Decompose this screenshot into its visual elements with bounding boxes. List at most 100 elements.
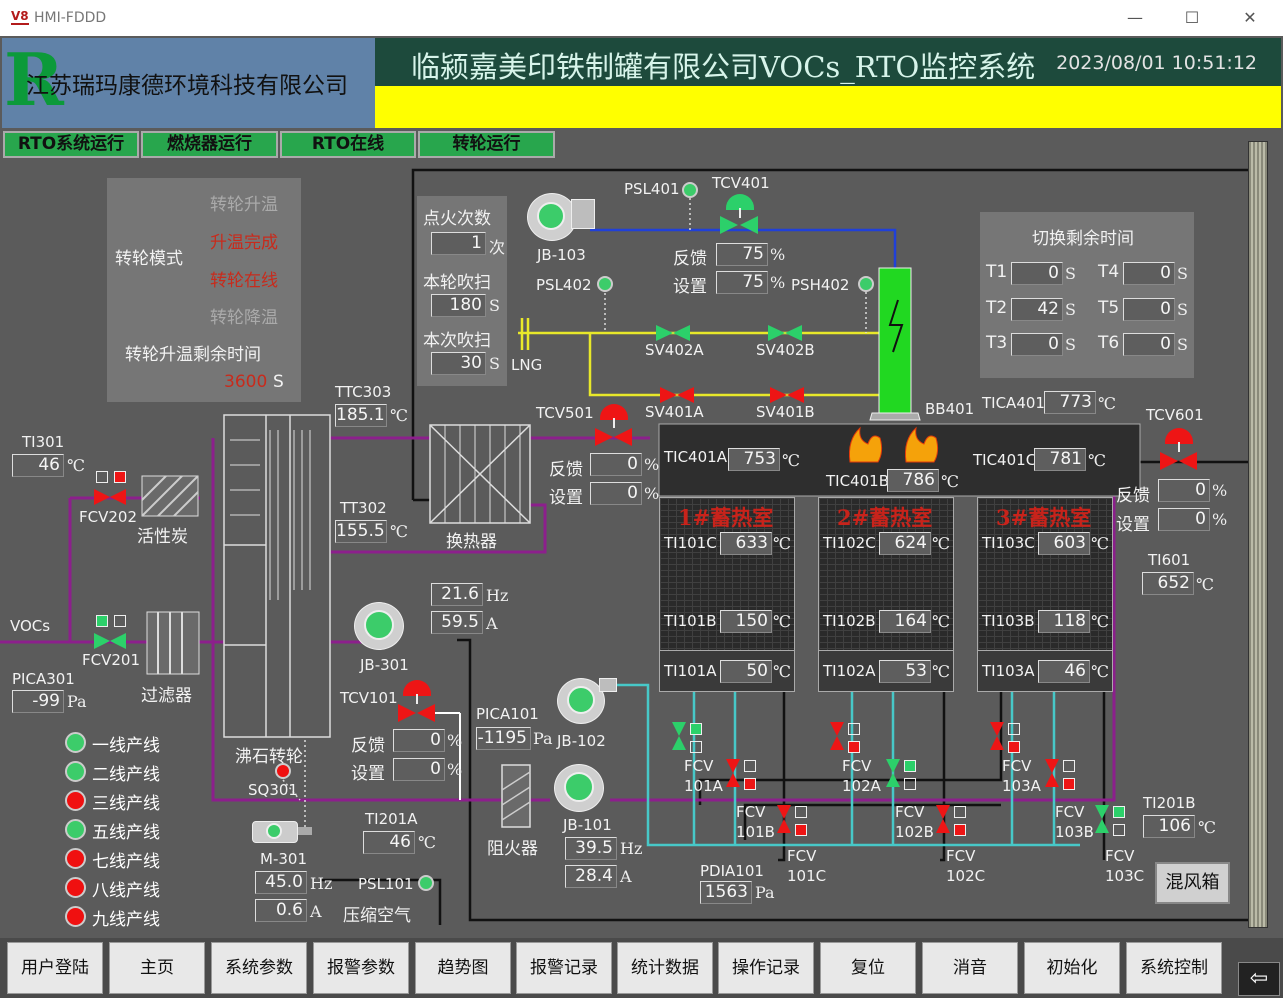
t6-label: T6 <box>1098 333 1120 353</box>
room3-b-unit: ℃ <box>1091 612 1109 631</box>
wheel-remain-value: 3600 <box>224 372 268 392</box>
tcv401-valve[interactable] <box>718 194 762 240</box>
room1-b-unit: ℃ <box>773 612 791 631</box>
pica301-label: PICA301 <box>12 670 75 688</box>
fcv101b-valve[interactable] <box>777 803 817 843</box>
t5-field: 0 <box>1123 298 1175 321</box>
line-9-status-icon <box>65 906 86 927</box>
fcv102a-valve[interactable] <box>830 720 870 760</box>
nav-system-params[interactable]: 系统参数 <box>211 942 307 994</box>
flame-arrester-label: 阻火器 <box>487 839 538 859</box>
line-1-label: 一线产线 <box>92 736 160 756</box>
room2-b-label: TI102B <box>823 612 876 630</box>
status-wheel-running[interactable]: 转轮运行 <box>418 131 555 158</box>
fcv103a-valve[interactable] <box>990 720 1030 760</box>
nav-statistics[interactable]: 统计数据 <box>617 942 713 994</box>
minimize-button[interactable]: — <box>1127 8 1143 27</box>
psl401-label: PSL401 <box>624 180 680 198</box>
tcv401-set-label: 设置 <box>673 277 707 297</box>
zeolite-wheel-label: 沸石转轮 <box>235 747 303 767</box>
wheel-remain-unit: S <box>273 372 284 392</box>
tcv101-set-unit: % <box>447 760 463 779</box>
fan-jb301-icon[interactable] <box>350 600 412 652</box>
room3-a-field: 46 <box>1038 660 1090 683</box>
motor-m301-icon[interactable] <box>252 817 312 845</box>
nav-system-control[interactable]: 系统控制 <box>1126 942 1222 994</box>
tcv501-valve[interactable] <box>595 404 639 450</box>
vocs-label: VOCs <box>10 617 51 635</box>
fcv102b-valve[interactable] <box>936 803 976 843</box>
fcv102a-control-valve[interactable] <box>886 757 926 797</box>
fcv101c-top: FCV <box>787 847 817 865</box>
psh402-indicator <box>858 276 874 292</box>
app-logo-icon: V8 <box>11 9 29 25</box>
room1-c-label: TI101C <box>664 534 717 552</box>
pdia101-unit: Pa <box>755 883 775 902</box>
nav-reset[interactable]: 复位 <box>820 942 916 994</box>
tcv601-fb-unit: % <box>1212 481 1228 500</box>
tcv401-set-field[interactable]: 75 <box>716 271 768 294</box>
this-purge-field: 30 <box>431 352 486 375</box>
state-wheel-cooling: 转轮降温 <box>210 308 278 328</box>
nav-initialize[interactable]: 初始化 <box>1024 942 1120 994</box>
room1-a-unit: ℃ <box>773 662 791 681</box>
vertical-scrollbar[interactable] <box>1248 141 1268 928</box>
status-rto-online[interactable]: RTO在线 <box>280 131 416 158</box>
nav-alarm-params[interactable]: 报警参数 <box>313 942 409 994</box>
nav-alarm-records[interactable]: 报警记录 <box>516 942 612 994</box>
company-logo: R <box>4 37 64 122</box>
tcv501-label: TCV501 <box>536 404 594 422</box>
fcv102a-top: FCV <box>842 757 872 775</box>
tcv601-valve[interactable] <box>1160 428 1204 474</box>
tcv101-valve[interactable] <box>398 680 442 726</box>
tt302-label: TT302 <box>340 499 387 517</box>
tcv501-set-field[interactable]: 0 <box>590 482 642 505</box>
fan-jb101-icon[interactable] <box>550 762 612 814</box>
tic401c-field: 781 <box>1034 448 1086 471</box>
m301-hz-unit: Hz <box>310 874 333 893</box>
fcv101b-bot: 101B <box>736 823 775 841</box>
tcv101-set-field[interactable]: 0 <box>393 758 445 781</box>
nav-operation-records[interactable]: 操作记录 <box>718 942 814 994</box>
back-arrow-icon[interactable]: ⇦ <box>1238 962 1280 996</box>
nav-mute[interactable]: 消音 <box>922 942 1018 994</box>
tcv601-set-field[interactable]: 0 <box>1158 508 1210 531</box>
ttc303-field: 185.1 <box>335 404 387 427</box>
jb301-a-field: 59.5 <box>431 611 483 634</box>
tcv601-label: TCV601 <box>1146 406 1204 424</box>
fcv102a-bot: 102A <box>842 777 881 795</box>
ignition-count-field: 1 <box>431 232 486 255</box>
t6-field: 0 <box>1123 333 1175 356</box>
fcv103b-valve[interactable] <box>1095 803 1135 843</box>
nav-user-login[interactable]: 用户登陆 <box>7 942 103 994</box>
system-header: 临颍嘉美印铁制罐有限公司VOCs_RTO监控系统 2023/08/01 10:5… <box>375 38 1281 128</box>
status-rto-running[interactable]: RTO系统运行 <box>3 131 139 158</box>
close-button[interactable]: ✕ <box>1243 8 1257 27</box>
fcv103c-top: FCV <box>1105 847 1135 865</box>
sq301-indicator <box>275 763 291 779</box>
fcv103a-control-valve[interactable] <box>1045 757 1085 797</box>
fan-jb102-icon[interactable] <box>555 676 617 728</box>
jb301-hz-unit: Hz <box>486 586 509 605</box>
fan-jb103-icon[interactable] <box>527 193 595 243</box>
fcv101b-top: FCV <box>736 803 766 821</box>
nav-home[interactable]: 主页 <box>109 942 205 994</box>
psl101-indicator <box>418 875 434 891</box>
ignition-count-unit: 次 <box>489 238 506 257</box>
ti201a-field: 46 <box>363 831 415 854</box>
nav-trend[interactable]: 趋势图 <box>415 942 511 994</box>
fcv101a-control-valve[interactable] <box>726 757 766 797</box>
room3-a-unit: ℃ <box>1091 662 1109 681</box>
fcv101a-valve[interactable] <box>672 720 712 760</box>
fcv103a-top: FCV <box>1002 757 1032 775</box>
room2-a-label: TI102A <box>823 662 876 680</box>
tcv601-feedback-field: 0 <box>1158 479 1210 502</box>
fcv101c-bot: 101C <box>787 867 827 885</box>
room1-a-label: TI101A <box>664 662 717 680</box>
maximize-button[interactable]: ☐ <box>1184 8 1200 27</box>
tcv501-feedback-label: 反馈 <box>549 460 583 480</box>
tic401c-unit: ℃ <box>1088 451 1106 470</box>
mixing-box[interactable]: 混风箱 <box>1155 862 1230 904</box>
t5-label: T5 <box>1098 298 1120 318</box>
status-burner-running[interactable]: 燃烧器运行 <box>141 131 278 158</box>
